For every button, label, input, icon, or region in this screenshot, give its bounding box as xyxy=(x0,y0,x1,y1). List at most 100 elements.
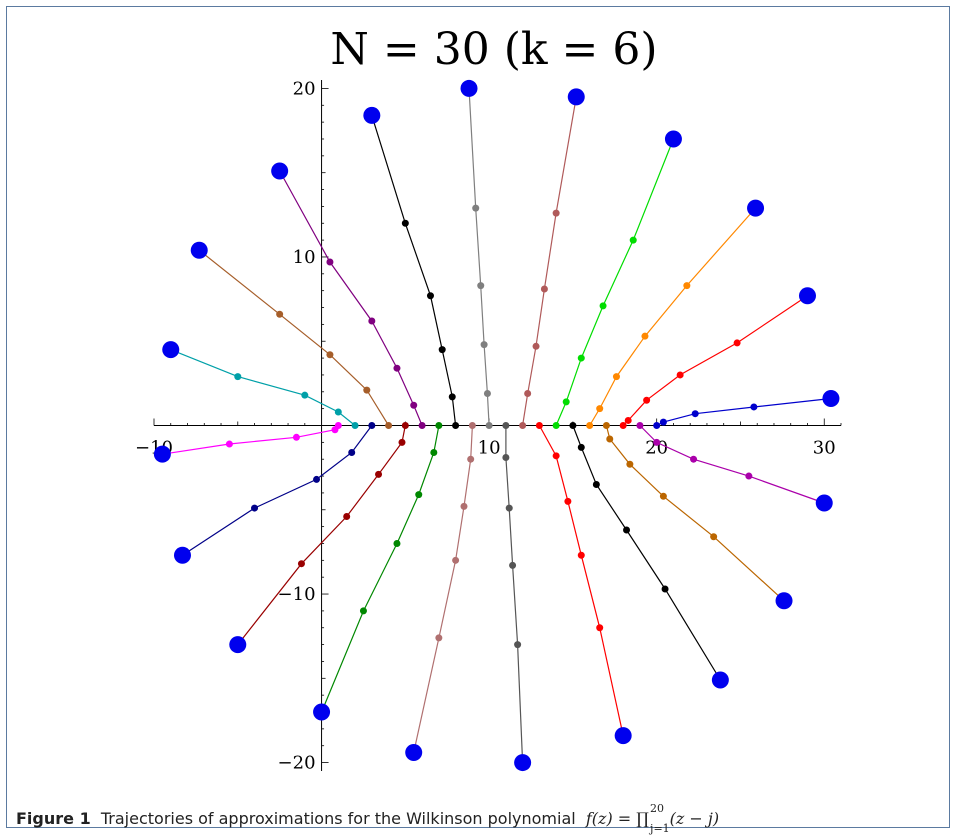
y-tick-label: 10 xyxy=(293,247,316,268)
trajectory-point xyxy=(502,422,510,429)
trajectory-point xyxy=(438,346,446,354)
trajectory-point xyxy=(750,403,758,411)
start-point xyxy=(229,636,247,654)
trajectory-7 xyxy=(313,422,443,721)
trajectory-point xyxy=(691,410,699,418)
trajectory-point xyxy=(292,433,300,441)
start-point xyxy=(775,592,793,610)
formula-sub: j=1 xyxy=(650,822,670,836)
formula-sup: 20 xyxy=(650,802,665,815)
trajectory-line xyxy=(622,295,808,426)
start-point xyxy=(153,445,171,463)
trajectory-point xyxy=(430,448,438,456)
trajectory-point xyxy=(586,422,594,429)
x-tick-label: 10 xyxy=(478,438,501,459)
trajectory-2 xyxy=(162,341,359,429)
start-point xyxy=(822,390,840,408)
trajectory-point xyxy=(564,497,572,505)
trajectory-line xyxy=(170,349,356,426)
trajectory-point xyxy=(659,492,667,500)
x-tick-label: 20 xyxy=(645,438,668,459)
trajectory-point xyxy=(552,209,560,217)
trajectory-point xyxy=(477,282,485,290)
trajectory-point xyxy=(343,513,351,521)
trajectory-point xyxy=(393,364,401,372)
trajectory-point xyxy=(368,422,376,429)
trajectory-point xyxy=(368,317,376,325)
trajectory-point xyxy=(596,624,604,632)
trajectory-13 xyxy=(535,422,632,745)
trajectory-line xyxy=(505,425,524,763)
trajectory-point xyxy=(577,354,585,362)
trajectory-point xyxy=(348,448,356,456)
trajectory-point xyxy=(472,204,480,212)
trajectory-14 xyxy=(552,130,682,429)
trajectory-5 xyxy=(229,422,409,654)
trajectory-20 xyxy=(653,390,840,429)
trajectory-point xyxy=(393,539,401,547)
trajectory-point xyxy=(505,504,513,512)
trajectory-point xyxy=(509,561,517,569)
trajectory-line xyxy=(555,138,674,426)
trajectory-point xyxy=(359,607,367,615)
figure-caption: Figure 1 Trajectories of approximations … xyxy=(16,803,720,835)
trajectory-point xyxy=(661,585,669,593)
trajectory-8 xyxy=(363,106,460,429)
trajectory-point xyxy=(577,551,585,559)
trajectory-12 xyxy=(519,88,585,429)
start-point xyxy=(664,130,682,148)
formula-rhs: (z − j) xyxy=(669,808,720,828)
trajectory-point xyxy=(276,310,284,318)
trajectory-point xyxy=(385,422,393,429)
chart-title: N = 30 (k = 6) xyxy=(330,24,657,75)
start-point xyxy=(460,79,478,97)
trajectory-point xyxy=(452,556,460,564)
trajectory-point xyxy=(624,416,632,424)
trajectory-point xyxy=(596,405,604,413)
trajectory-point xyxy=(745,472,753,480)
trajectory-point xyxy=(334,422,342,429)
y-tick-label: −20 xyxy=(278,753,316,774)
trajectory-point xyxy=(653,438,661,446)
trajectory-point xyxy=(623,526,631,534)
trajectory-point xyxy=(480,341,488,349)
trajectory-line xyxy=(182,425,373,556)
trajectory-line xyxy=(198,249,390,426)
start-point xyxy=(711,671,729,689)
trajectory-6 xyxy=(271,162,426,429)
trajectory-17 xyxy=(602,422,793,610)
trajectory-point xyxy=(326,258,334,266)
trajectory-19 xyxy=(636,422,833,512)
trajectory-3 xyxy=(173,422,376,564)
trajectory-point xyxy=(519,422,527,429)
trajectory-line xyxy=(468,88,490,426)
trajectory-18 xyxy=(619,287,816,429)
trajectory-point xyxy=(452,422,460,429)
trajectory-point xyxy=(524,389,532,397)
y-tick-label: 20 xyxy=(293,78,316,99)
trajectory-point xyxy=(562,398,570,406)
trajectory-point xyxy=(410,401,418,409)
caption-label: Figure 1 xyxy=(16,808,91,828)
trajectory-line xyxy=(279,170,423,426)
trajectory-4 xyxy=(190,241,393,429)
trajectory-point xyxy=(599,302,607,310)
start-point xyxy=(747,199,765,217)
trajectory-point xyxy=(643,396,651,404)
trajectory-point xyxy=(653,422,661,429)
trajectory-point xyxy=(415,491,423,499)
trajectory-point xyxy=(676,371,684,379)
start-point xyxy=(363,106,381,124)
start-point xyxy=(815,494,833,512)
start-point xyxy=(798,287,816,305)
start-point xyxy=(173,546,191,564)
trajectory-point xyxy=(448,393,456,401)
x-tick-label: 30 xyxy=(813,438,836,459)
trajectory-9 xyxy=(405,422,476,761)
trajectory-point xyxy=(468,422,476,429)
trajectory-point xyxy=(460,502,468,510)
